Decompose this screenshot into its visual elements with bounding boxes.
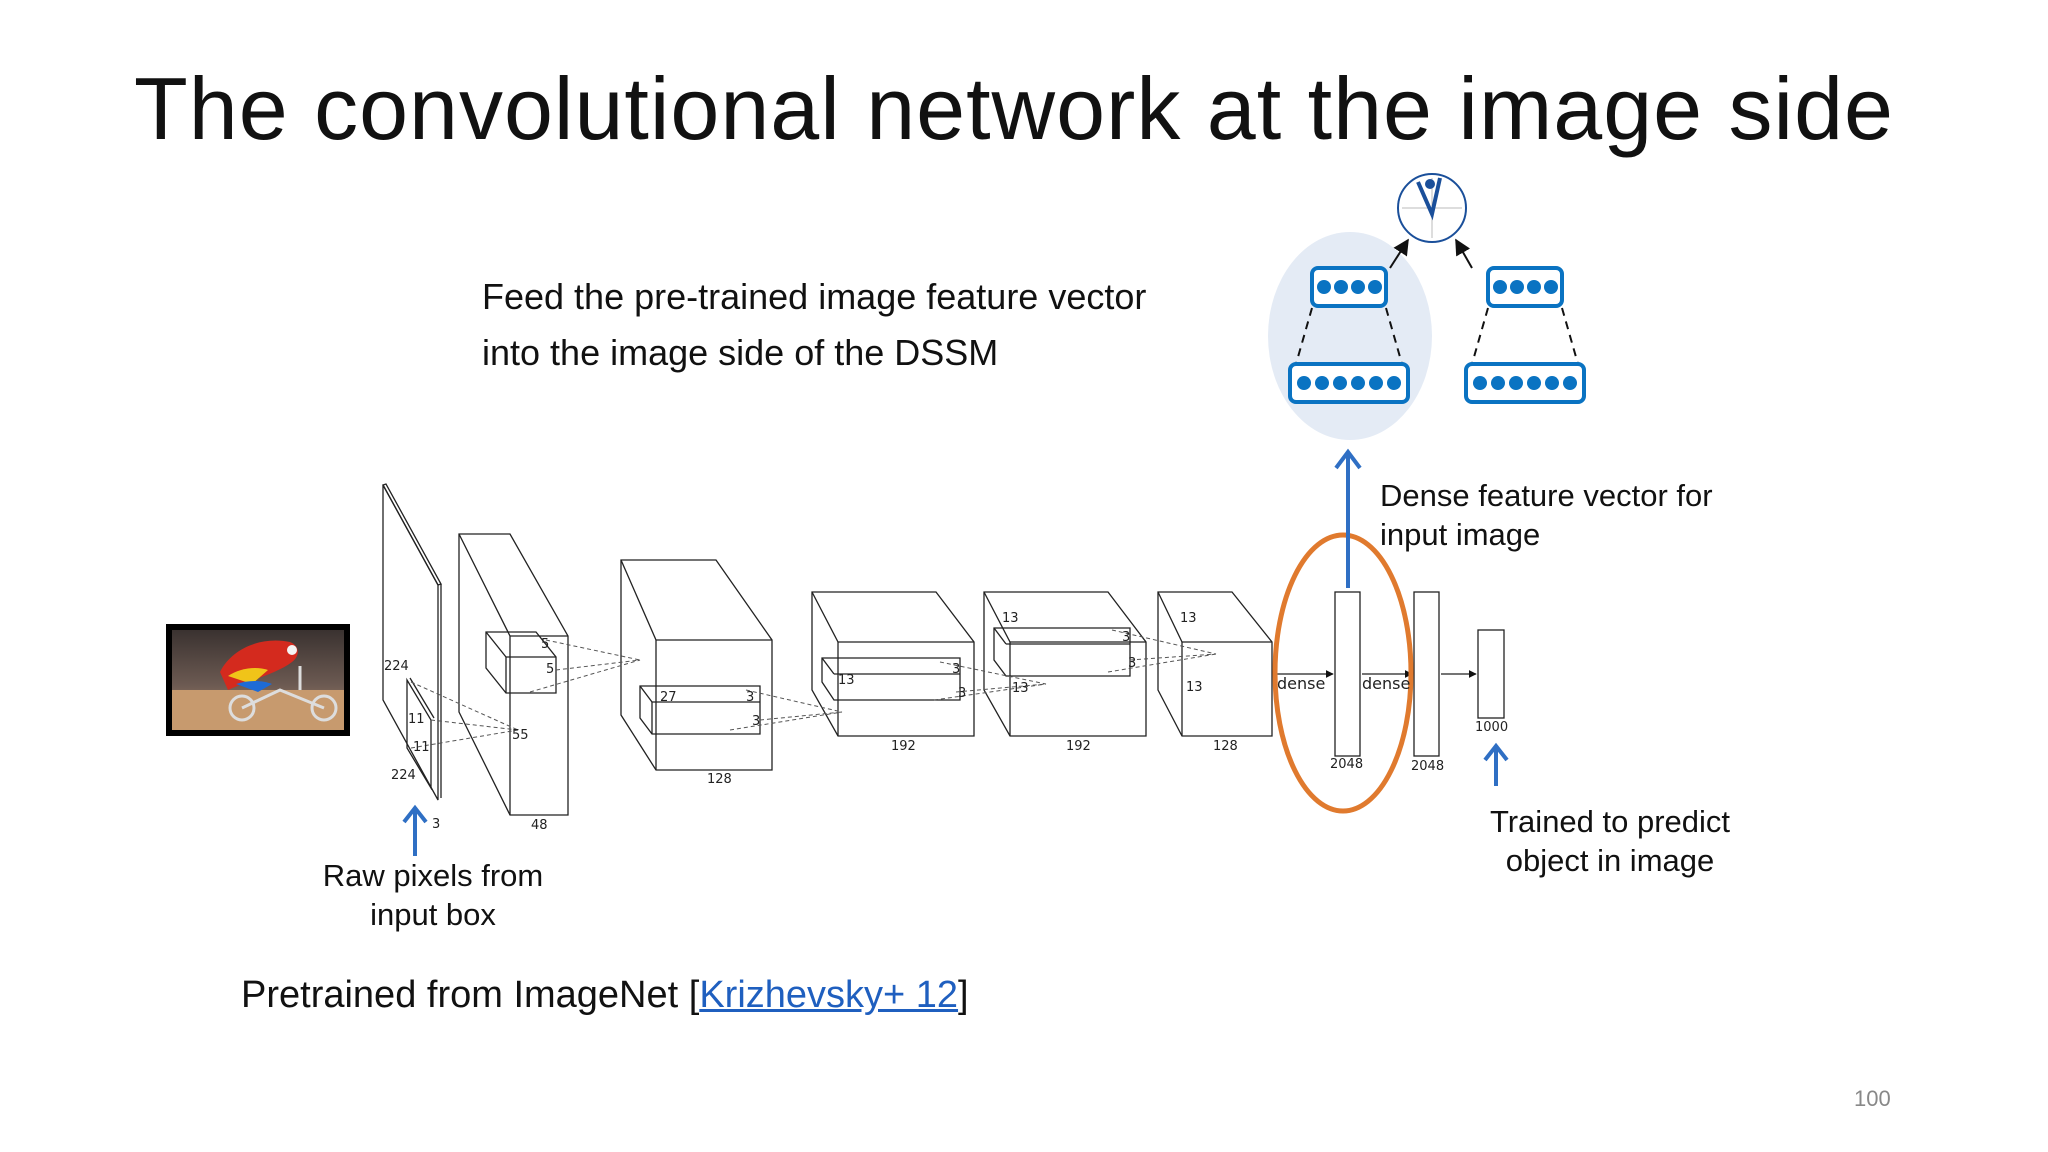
layer4-depth-label: 192 (1066, 739, 1091, 754)
conv-layer-5 (1157, 591, 1273, 737)
trained-label-line-1: Trained to predict (1489, 804, 1731, 839)
conv-layer-1 (458, 533, 569, 816)
receptive-field-lines (410, 629, 1217, 749)
trained-label-line-2: object in image (1505, 843, 1715, 878)
feed-text-line-2: into the image side of the DSSM (482, 332, 999, 373)
conv-input-layer (382, 483, 442, 801)
conv-layer-3 (811, 591, 975, 737)
annotation-arrows (402, 448, 1509, 856)
dense-label-2: dense (1362, 674, 1410, 693)
kernel1a-label: 11 (408, 712, 425, 727)
output-size-label: 1000 (1475, 720, 1508, 735)
dense-vector-label-line-2: input image (1380, 517, 1541, 552)
layer1-size-label: 55 (512, 728, 529, 743)
input-height-label: 224 (384, 659, 409, 674)
raw-pixels-label-line-1: Raw pixels from (322, 858, 544, 893)
feed-text-line-1: Feed the pre-trained image feature vecto… (482, 276, 1147, 317)
kernel3a-label: 3 (746, 690, 754, 705)
dense-vector-label-line-1: Dense feature vector for (1380, 478, 1713, 513)
input-image-thumbnail (166, 624, 350, 736)
layer5-top-label: 13 (1180, 611, 1197, 626)
kernel4b-label: 3 (958, 686, 966, 701)
layer3-size-label: 13 (838, 673, 855, 688)
citation-text: Pretrained from ImageNet [Krizhevsky+ 12… (241, 974, 969, 1017)
kernel1b-label: 11 (413, 740, 430, 755)
layer2-size-label: 27 (660, 690, 677, 705)
kernel5a-label: 3 (1122, 630, 1130, 645)
kernel2a-label: 5 (541, 637, 549, 652)
raw-pixels-label-line-2: input box (370, 897, 496, 932)
fc1-size-label: 2048 (1330, 757, 1363, 772)
input-channels-label: 3 (432, 817, 440, 832)
layer5-depth-label: 128 (1213, 739, 1238, 754)
layer5-size-label: 13 (1186, 680, 1203, 695)
layer2-depth-label: 128 (707, 772, 732, 787)
dense-label-1: dense (1277, 674, 1325, 693)
dense-layers (1276, 591, 1505, 757)
citation-link[interactable]: Krizhevsky+ 12 (699, 974, 959, 1016)
layer4-top-label: 13 (1002, 611, 1019, 626)
layer1-depth-label: 48 (531, 818, 548, 833)
citation-prefix: Pretrained from ImageNet [ (241, 974, 700, 1016)
fc2-size-label: 2048 (1411, 759, 1444, 774)
layer3-depth-label: 192 (891, 739, 916, 754)
conv-layer-2 (620, 559, 773, 771)
kernel4a-label: 3 (952, 662, 960, 677)
kernel2b-label: 5 (546, 662, 554, 677)
citation-suffix: ] (958, 974, 969, 1016)
input-width-label: 224 (391, 768, 416, 783)
page-number: 100 (1854, 1086, 1891, 1111)
dense-feature-highlight (1272, 532, 1414, 814)
kernel3b-label: 3 (752, 714, 760, 729)
kernel5b-label: 3 (1128, 656, 1136, 671)
slide-title: The convolutional network at the image s… (134, 59, 1894, 158)
layer4-size-label: 13 (1012, 681, 1029, 696)
dssm-diagram (1268, 173, 1586, 440)
